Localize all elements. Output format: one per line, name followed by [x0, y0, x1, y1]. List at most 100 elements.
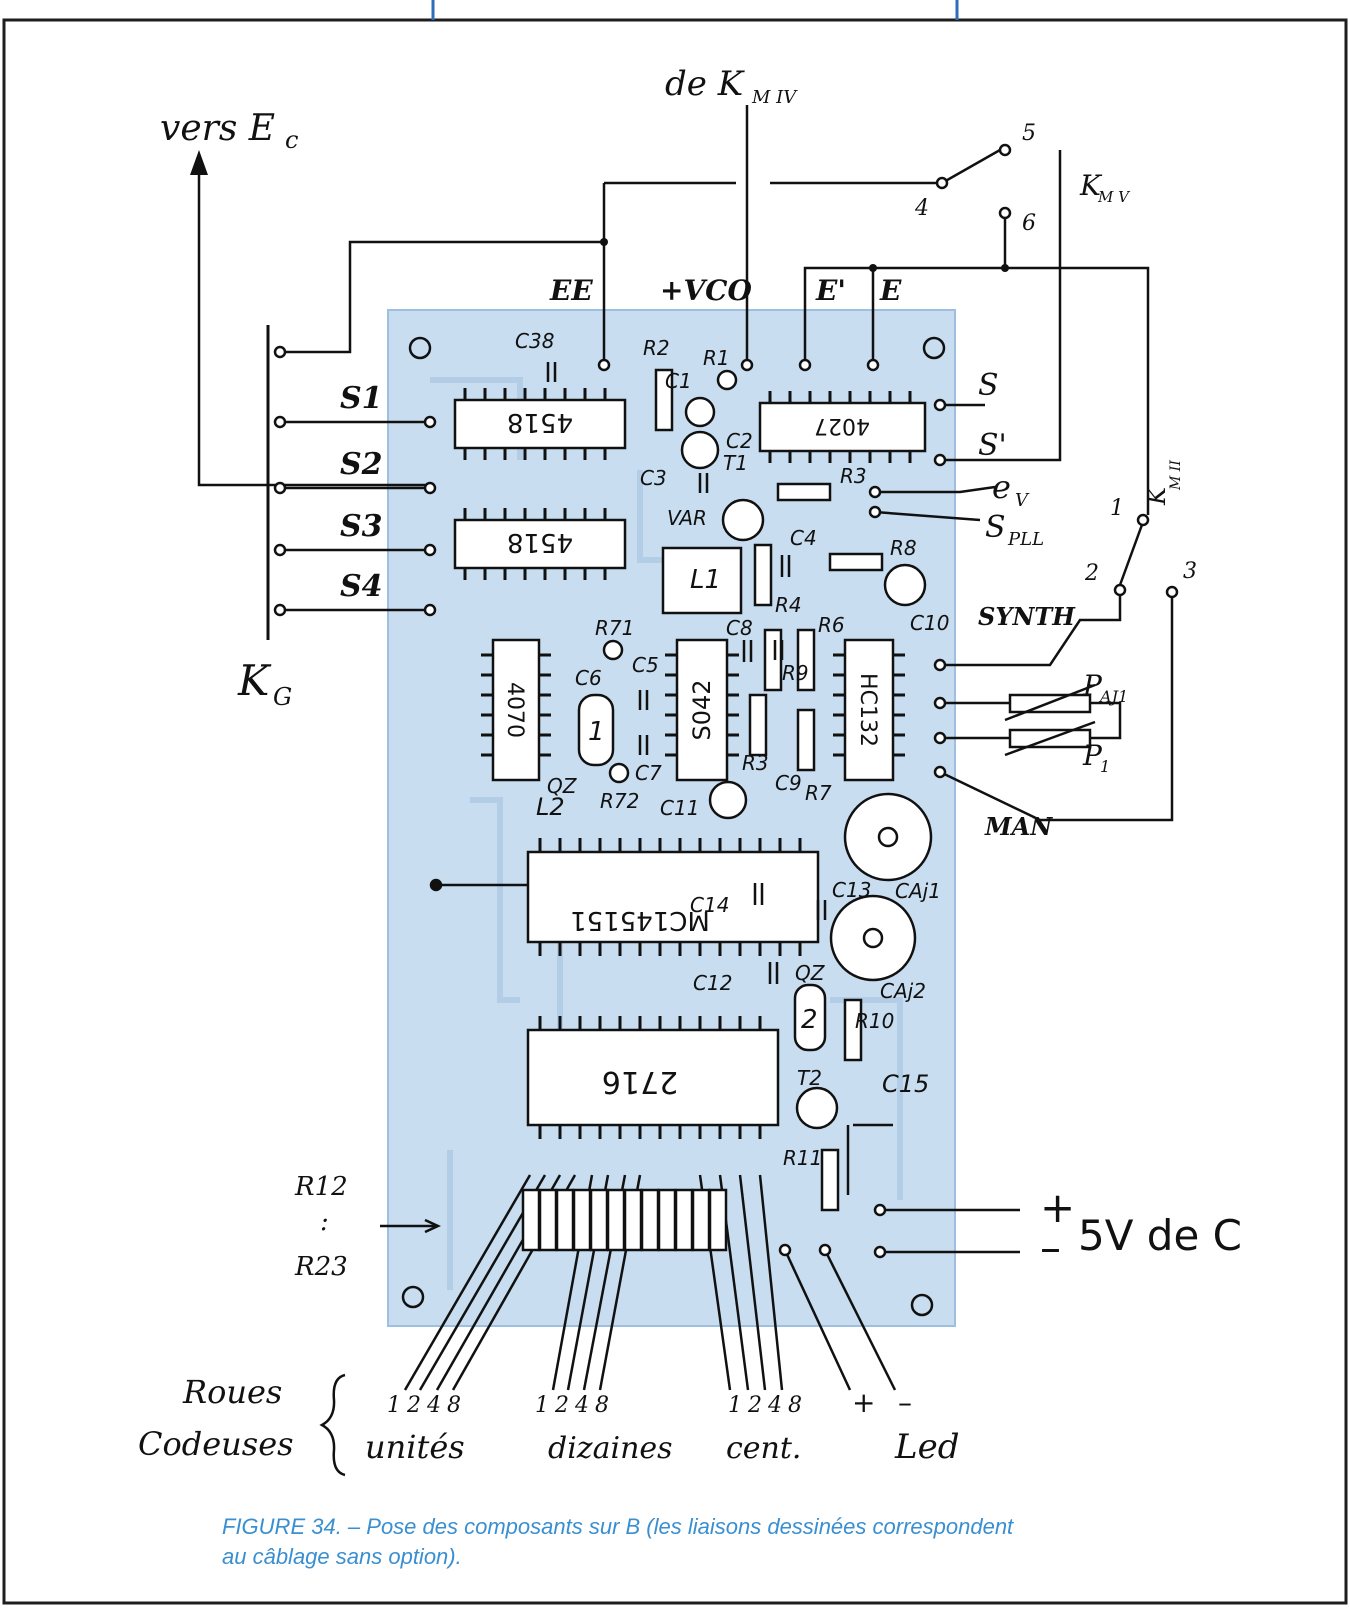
label-minus: –	[1040, 1223, 1061, 1272]
component-labels: C38 R2 R1 C1 C2 T1 C3 R3 VAR C4 R8 L1 R4…	[515, 329, 949, 1170]
label-l2: L2	[536, 793, 565, 821]
label-c4: C4	[790, 526, 817, 550]
potentiometers	[1004, 683, 1096, 757]
label-c13: C13	[832, 878, 871, 902]
resistor-bank	[521, 1188, 728, 1252]
label-r23: R23	[294, 1252, 348, 1282]
ic-mc145151: MC145151	[570, 905, 710, 935]
label-r3a: R3	[840, 464, 867, 488]
label-c2: C2	[726, 429, 753, 453]
label-unites: unités	[365, 1428, 465, 1466]
bits-unites: 1248	[387, 1393, 467, 1418]
label-r6: R6	[818, 613, 845, 637]
label-c15: C15	[882, 1070, 929, 1098]
label-r1: R1	[703, 346, 730, 370]
label-c12: C12	[693, 971, 732, 995]
label-ev: e	[992, 468, 1011, 506]
label-t1: T1	[723, 451, 748, 475]
label-c6: C6	[575, 666, 602, 690]
mounting-hole	[922, 336, 946, 360]
ic-4518-b: 4518	[507, 527, 573, 557]
label-caj2: CAj2	[880, 979, 926, 1003]
label-var: VAR	[667, 506, 707, 530]
mounting-hole	[401, 1285, 425, 1309]
label-c38: C38	[515, 329, 554, 353]
label-dizaines: dizaines	[548, 1431, 673, 1466]
label-vers-ec: vers E	[160, 108, 275, 149]
label-c3: C3	[640, 466, 667, 490]
label-r72: R72	[600, 789, 639, 813]
label-synth: SYNTH	[978, 602, 1076, 631]
label-km2: K	[1143, 485, 1171, 506]
label-qz: QZ	[547, 774, 578, 798]
label-p1: P	[1082, 739, 1103, 772]
led-minus: –	[898, 1386, 912, 1419]
switch-pos-2: 2	[1084, 561, 1099, 586]
label-vers-ec-sub: c	[285, 126, 298, 154]
label-5v-de-c: 5V de C	[1078, 1211, 1242, 1260]
label-s2: S2	[340, 447, 383, 482]
page-frame	[2, 18, 1348, 1605]
figure-caption: FIGURE 34. – Pose des composants sur B (…	[222, 1512, 1182, 1572]
label-r71: R71	[595, 616, 634, 640]
arrowhead	[190, 150, 208, 175]
label-led: Led	[894, 1427, 959, 1467]
label-q1: 1	[588, 717, 605, 747]
label-kg-sub: G	[273, 683, 292, 711]
ic-2716: 2716	[602, 1064, 678, 1099]
label-c11: C11	[660, 796, 699, 820]
label-c8: C8	[726, 616, 753, 640]
ic-pins	[463, 388, 912, 1139]
label-e: E	[879, 274, 902, 307]
switch-pos-6: 6	[1022, 211, 1036, 236]
ic-4518-a: 4518	[507, 407, 573, 437]
label-r11: R11	[783, 1146, 822, 1170]
label-ee: EE	[549, 274, 593, 307]
label-e-prime: E'	[815, 274, 846, 307]
label-t2: T2	[797, 1066, 822, 1090]
caption-line-2: au câblage sans option).	[222, 1544, 462, 1569]
switch-pos-3: 3	[1183, 559, 1197, 584]
label-paj1-sub: AJ1	[1098, 687, 1128, 706]
label-p1-sub: 1	[1100, 757, 1110, 776]
label-caj1: CAj1	[895, 879, 941, 903]
label-km5-sub: M V	[1097, 188, 1131, 206]
junction	[1001, 264, 1009, 272]
discrete-parts	[546, 362, 933, 1212]
label-de-km4: de K	[665, 64, 746, 104]
label-plus: +	[1040, 1183, 1075, 1232]
label-s1: S1	[340, 381, 383, 416]
label-l1: L1	[690, 565, 721, 595]
label-roues: Roues	[182, 1373, 282, 1411]
label-r2: R2	[643, 336, 670, 360]
label-c14: C14	[690, 893, 729, 917]
label-r9: R9	[782, 661, 809, 685]
led-plus: +	[852, 1386, 875, 1419]
label-c9: C9	[775, 771, 802, 795]
junction	[600, 238, 608, 246]
label-cent: cent.	[726, 1431, 801, 1466]
switch-pos-4: 4	[914, 196, 929, 221]
label-kg: K	[237, 656, 272, 705]
label-codeuses: Codeuses	[138, 1425, 294, 1463]
label-s-prime: S'	[978, 428, 1007, 463]
label-km2-sub: M II	[1168, 460, 1184, 491]
label-r7: R7	[805, 781, 832, 805]
ic-hc132: HC132	[855, 673, 880, 747]
label-c1: C1	[665, 369, 692, 393]
brace	[319, 1373, 346, 1477]
ic-packages	[453, 398, 927, 1127]
label-s4: S4	[340, 569, 383, 604]
label-km5: K	[1079, 169, 1103, 202]
label-spll: S	[985, 510, 1006, 545]
mounting-hole	[408, 336, 432, 360]
label-man: MAN	[984, 812, 1053, 841]
label-c7: C7	[635, 761, 662, 785]
junction	[869, 264, 877, 272]
label-paj1: P	[1082, 669, 1103, 702]
bits-centaines: 1248	[728, 1393, 808, 1418]
ic-4027: 4027	[814, 413, 870, 438]
label-r10: R10	[855, 1009, 894, 1033]
label-vco: +VCO	[660, 274, 752, 307]
